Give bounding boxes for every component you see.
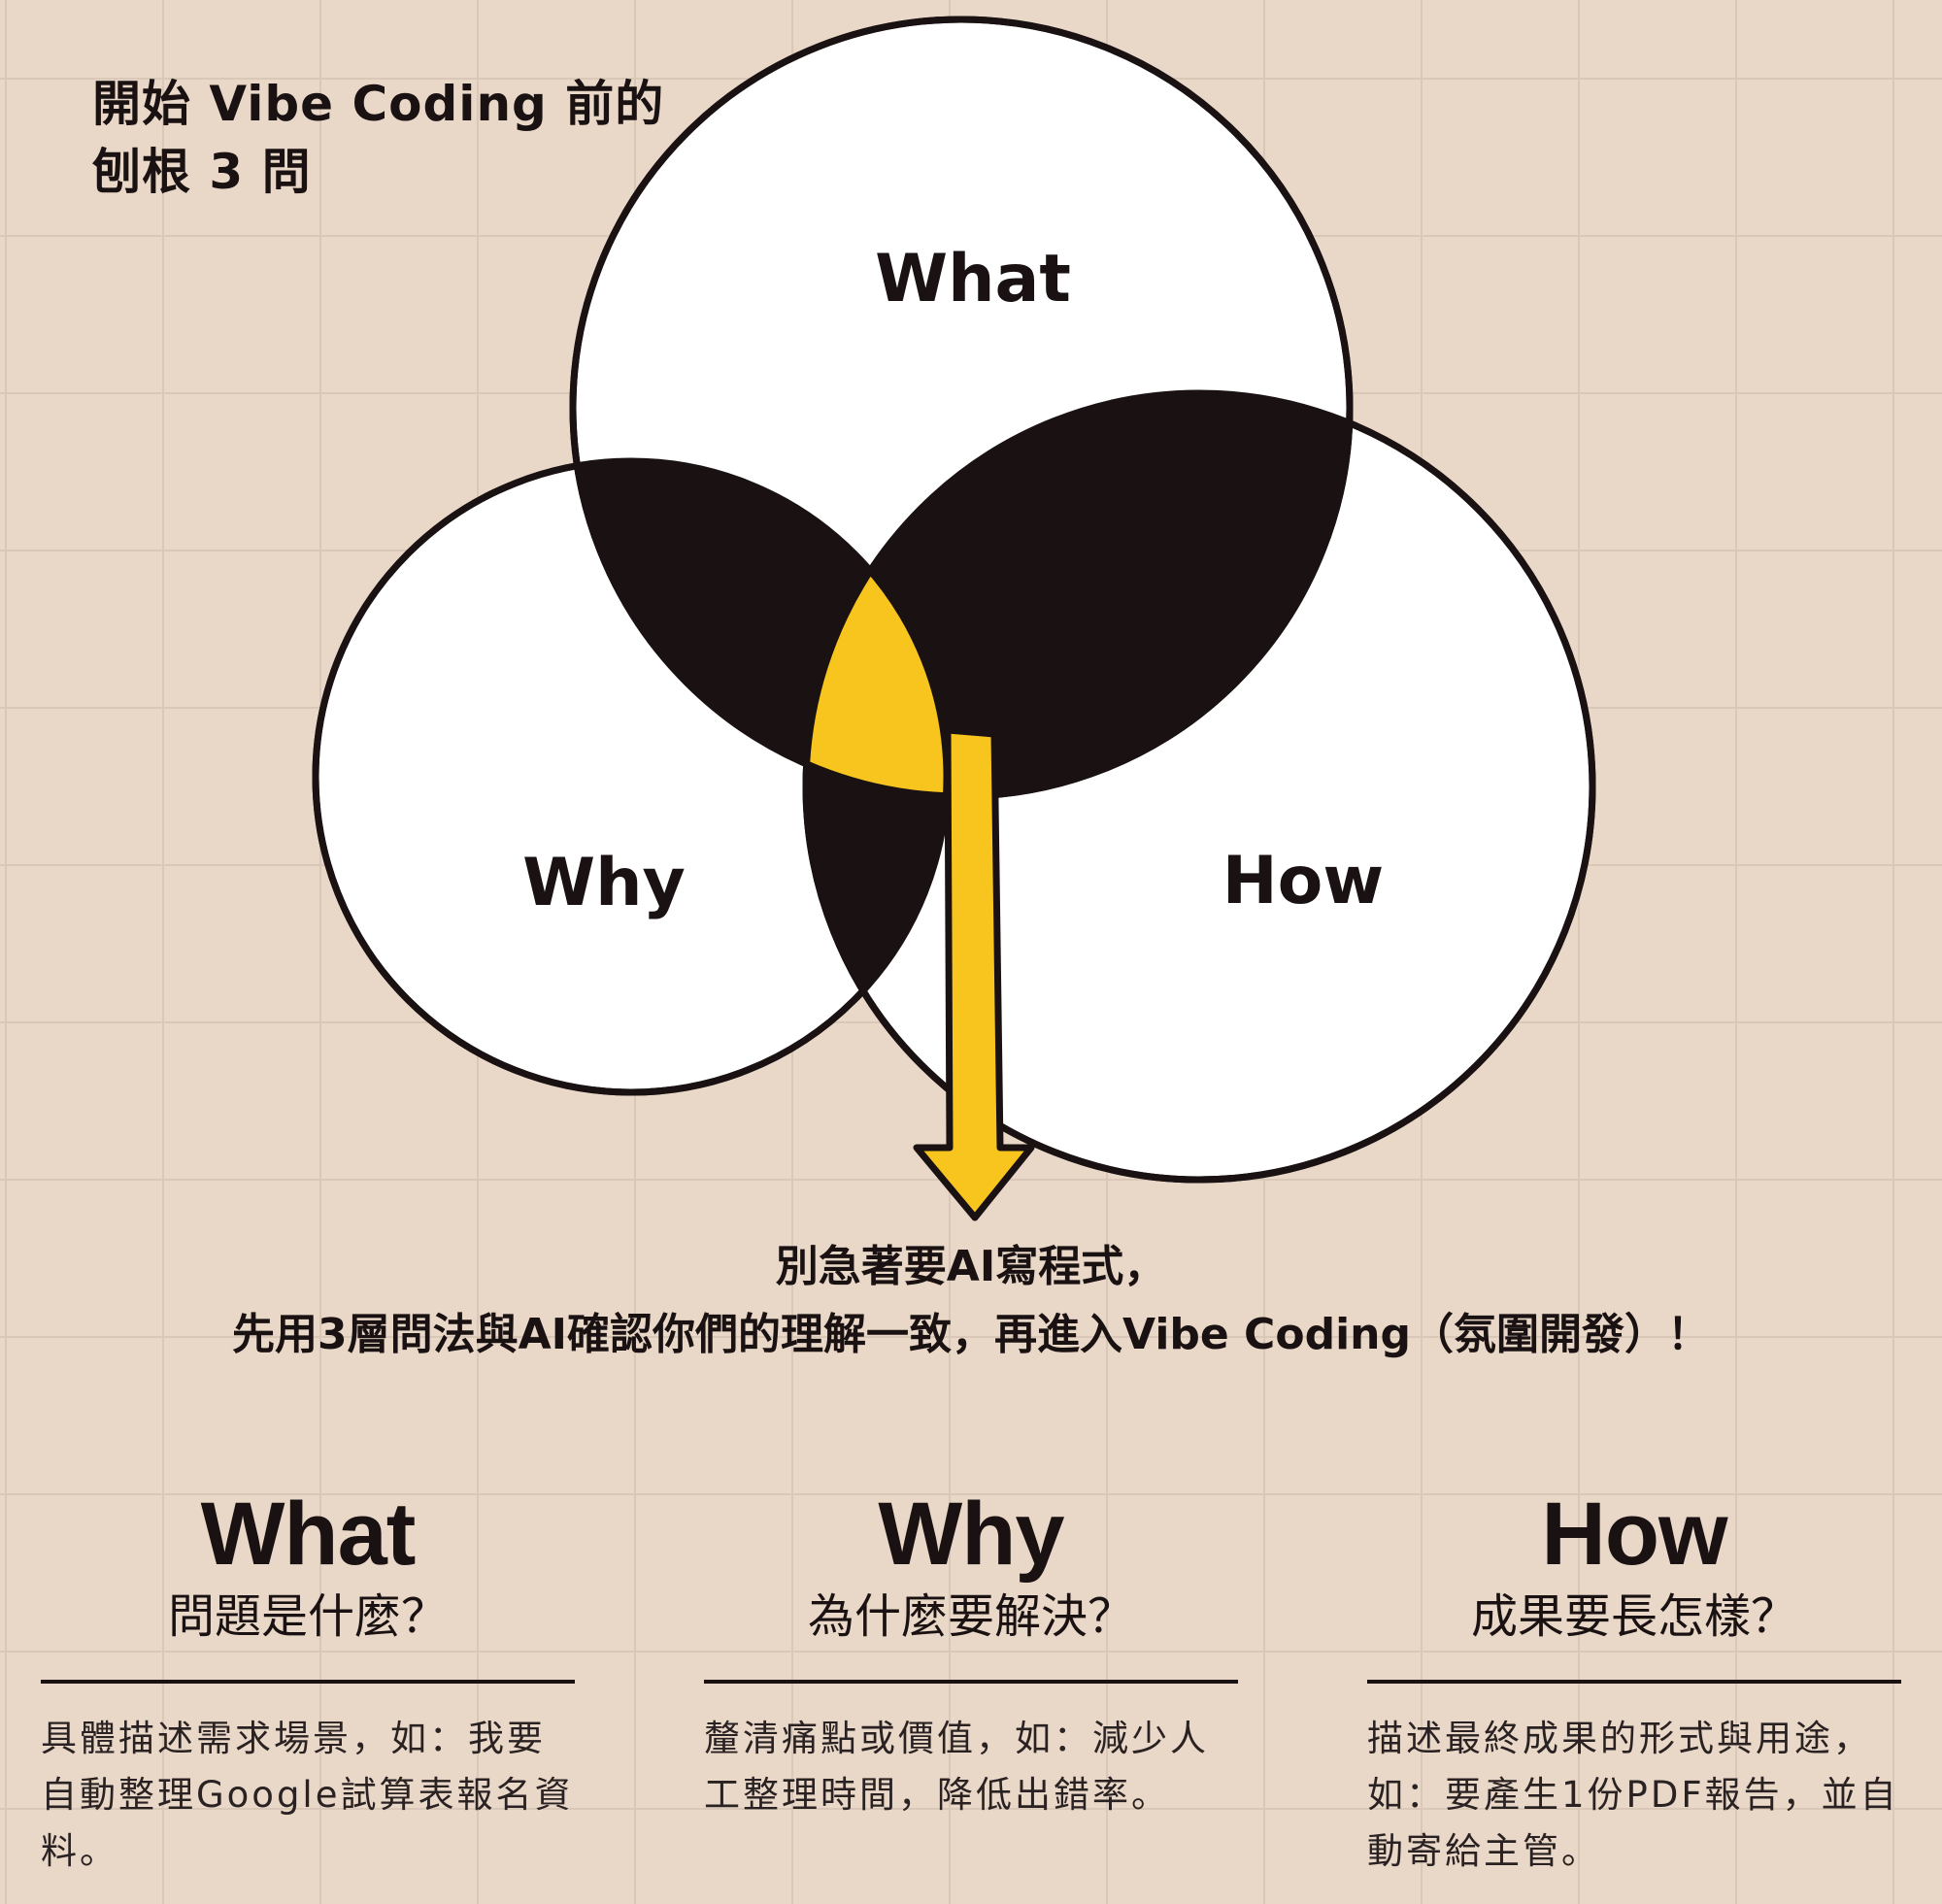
column-subtitle: 問題是什麼？ <box>167 1589 448 1644</box>
column-description: 釐清痛點或價值，如：減少人工整理時間，降低出錯率。 <box>704 1718 1209 1816</box>
column-why: Why 為什麼要解決？ 釐清痛點或價值，如：減少人工整理時間，降低出錯率。 <box>704 1486 1238 1823</box>
venn-diagram: What Why How <box>312 16 1596 1221</box>
column-what: What 問題是什麼？ 具體描述需求場景，如：我要自動整理Google試算表報名… <box>41 1486 575 1880</box>
heading-line-2: 刨根 3 問 <box>92 144 312 200</box>
divider <box>704 1680 1238 1684</box>
column-description: 描述最終成果的形式與用途，如：要產生1份PDF報告，並自動寄給主管。 <box>1367 1718 1899 1872</box>
heading-line-1: 開始 Vibe Coding 前的 <box>92 76 665 132</box>
column-subtitle: 為什麼要解決？ <box>807 1589 1134 1644</box>
divider <box>1367 1680 1901 1684</box>
tagline-line-2: 先用3層問法與AI確認你們的理解一致，再進入Vibe Coding（氛圍開發）！ <box>232 1310 1710 1359</box>
column-subtitle: 成果要長怎樣？ <box>1470 1589 1797 1644</box>
column-title: How <box>1541 1485 1727 1584</box>
tagline-line-1: 別急著要AI寫程式， <box>775 1242 1167 1291</box>
column-how: How 成果要長怎樣？ 描述最終成果的形式與用途，如：要產生1份PDF報告，並自… <box>1367 1486 1901 1880</box>
column-title: Why <box>878 1485 1064 1584</box>
down-arrow-icon <box>913 726 1035 1221</box>
page-heading: 開始 Vibe Coding 前的 刨根 3 問 <box>92 70 664 206</box>
column-title: What <box>200 1485 417 1584</box>
column-description: 具體描述需求場景，如：我要自動整理Google試算表報名資料。 <box>41 1718 574 1872</box>
tagline: 別急著要AI寫程式， 先用3層問法與AI確認你們的理解一致，再進入Vibe Co… <box>0 1233 1942 1369</box>
venn-label-how: How <box>1222 843 1384 919</box>
divider <box>41 1680 575 1684</box>
venn-label-what: What <box>875 241 1071 317</box>
venn-label-why: Why <box>522 845 686 921</box>
